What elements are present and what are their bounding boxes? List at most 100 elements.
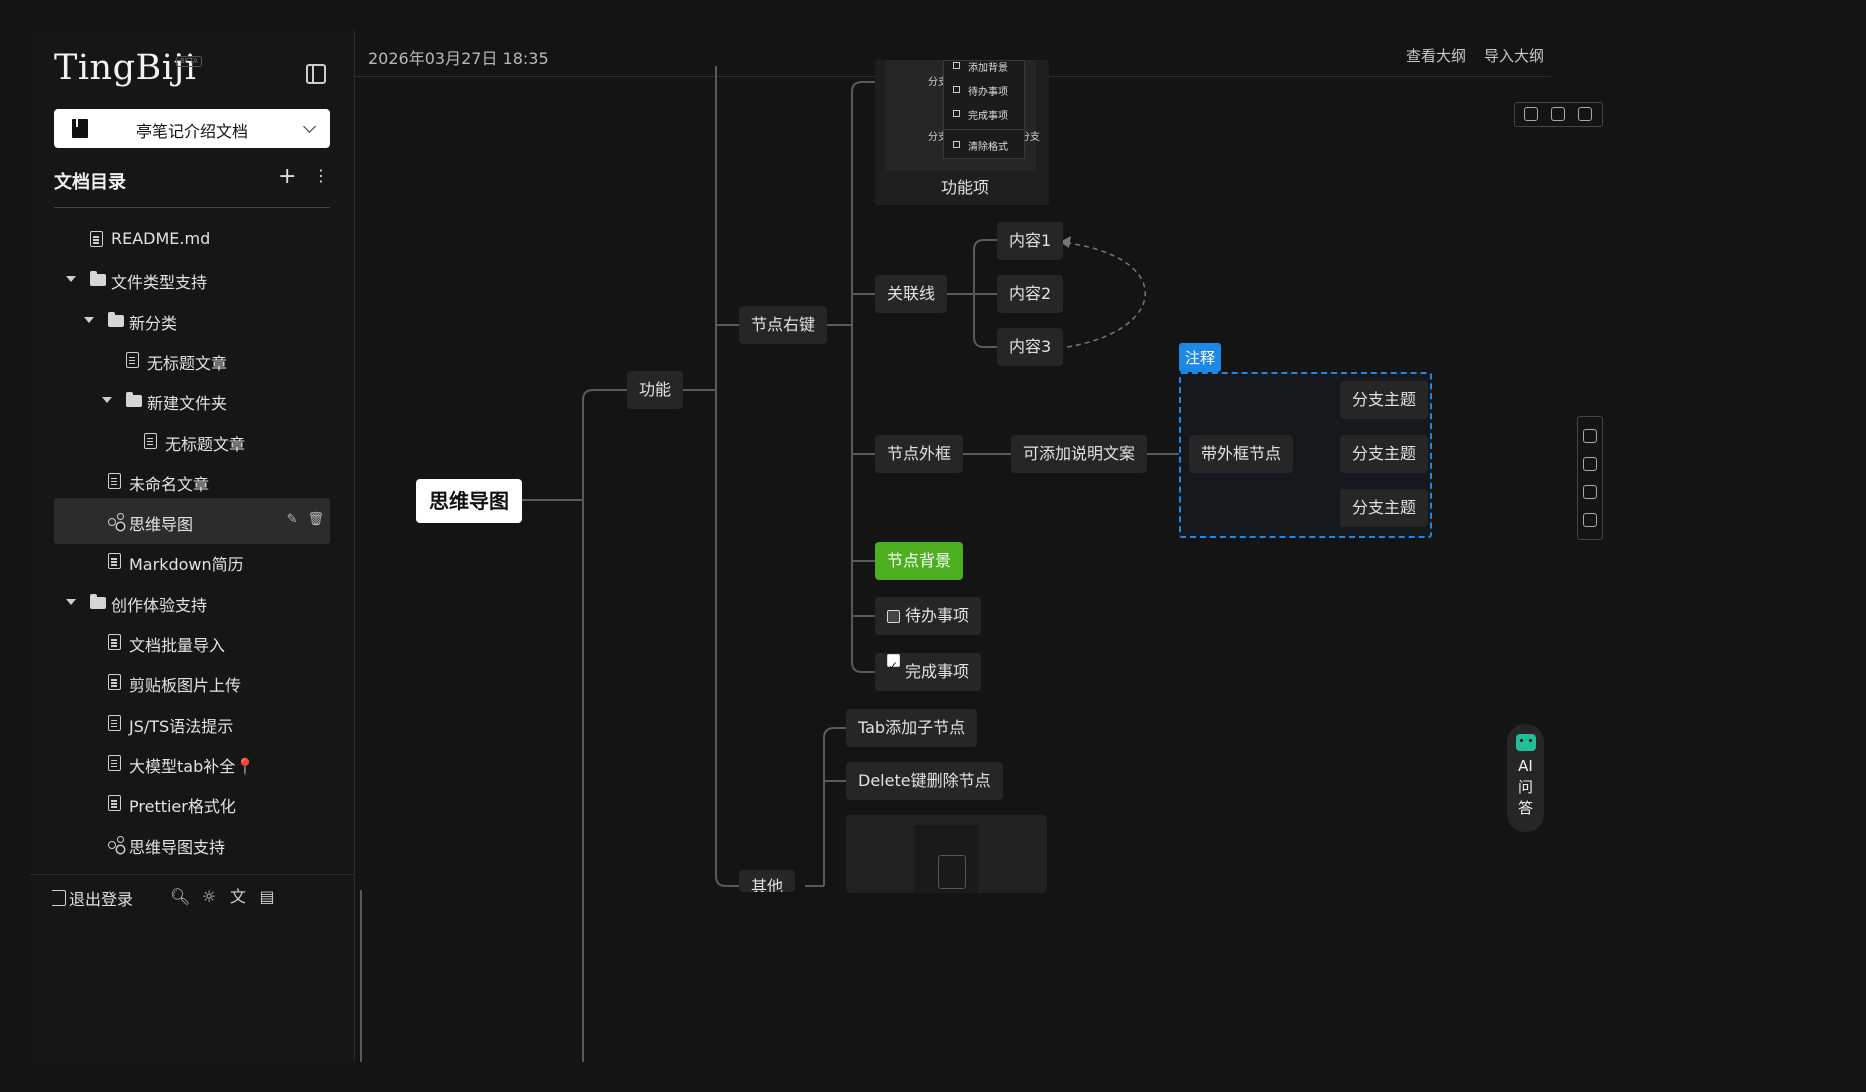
sidebar-item-doc[interactable]: 剪贴板图片上传 [54, 659, 330, 705]
mindmap-node-desc-text[interactable]: 可添加说明文案 [1011, 435, 1148, 473]
layout-icon[interactable]: ▤ [259, 887, 275, 906]
caret-down-icon[interactable] [66, 598, 76, 605]
document-selector[interactable]: 亭笔记介绍文档 [54, 109, 330, 148]
mindmap-canvas[interactable]: 2026年03月27日 18:35 查看大纲 导入大纲 [355, 30, 1866, 1062]
mindmap-icon [108, 835, 125, 853]
search-icon[interactable]: 🔍︎ [170, 887, 191, 906]
folder-icon [108, 311, 124, 327]
annotation-badge[interactable]: 注释 [1179, 343, 1222, 372]
sidebar-item-label: 创作体验支持 [111, 595, 208, 615]
menu-item-add-bg[interactable]: 添加背景 [968, 63, 1008, 74]
todo-label: 待办事项 [905, 606, 970, 625]
caret-down-icon[interactable] [102, 397, 112, 404]
sidebar-toggle-icon[interactable] [306, 64, 326, 84]
logout-button[interactable]: 退出登录 [69, 890, 134, 909]
app-logo: TingBiji [54, 48, 197, 88]
mindmap-node-image-preview [846, 815, 1047, 893]
sidebar-item-doc[interactable]: README.md [54, 216, 330, 262]
mindmap-node-content1[interactable]: 内容1 [997, 222, 1064, 260]
logout-icon[interactable] [52, 890, 66, 906]
translate-icon[interactable]: 文 [229, 887, 246, 906]
mindmap-node-delete[interactable]: Delete键删除节点 [846, 762, 1003, 800]
sidebar-item-label: 新分类 [129, 313, 178, 333]
sidebar-item-mindmap[interactable]: 思维导图支持 [54, 821, 330, 867]
download-icon[interactable] [1583, 513, 1597, 527]
sidebar-item-mindmap[interactable]: 思维导图✎🗑︎ [54, 498, 330, 545]
branch-preview-label: 分支 [928, 132, 948, 143]
document-icon [108, 553, 121, 570]
caret-down-icon[interactable] [66, 276, 76, 283]
zoom-out-icon[interactable] [1583, 457, 1597, 471]
folder-icon [90, 271, 106, 287]
mindmap-node-tab-add[interactable]: Tab添加子节点 [846, 709, 978, 747]
theme-sun-icon[interactable]: ☼ [201, 887, 217, 906]
item-actions: ✎ 🗑︎ [277, 512, 324, 527]
checkbox-checked-icon[interactable] [887, 654, 900, 667]
sidebar-item-doc[interactable]: 无标题文章 [54, 418, 330, 464]
sidebar-item-folder[interactable]: 创作体验支持 [54, 579, 330, 625]
mindmap-node-todo[interactable]: 待办事项 [875, 597, 982, 635]
sidebar-item-label: 文件类型支持 [111, 273, 208, 293]
menu-item-todo[interactable]: 待办事项 [968, 87, 1008, 98]
mindmap-node-background[interactable]: 节点背景 [875, 542, 964, 580]
toc-title: 文档目录 [54, 172, 126, 193]
sidebar-item-folder[interactable]: 新建文件夹 [54, 377, 330, 423]
sidebar-item-doc[interactable]: JS/TS语法提示 [54, 700, 330, 746]
caret-down-icon[interactable] [84, 316, 94, 323]
edit-icon[interactable]: ✎ [286, 512, 298, 528]
mindmap-node-done[interactable]: 完成事项 [875, 653, 982, 691]
menu-item-done[interactable]: 完成事项 [968, 111, 1008, 122]
sidebar-item-doc[interactable]: 文档批量导入 [54, 619, 330, 665]
sidebar-item-doc[interactable]: Prettier格式化 [54, 780, 330, 826]
mindmap-node-func-item[interactable]: 功能项 [941, 178, 990, 197]
datetime: 2026年03月27日 18:35 [368, 49, 549, 68]
mindmap-node-outer-frame[interactable]: 节点外框 [875, 435, 964, 473]
mindmap-node-frame-node[interactable]: 带外框节点 [1189, 435, 1294, 473]
more-menu-button[interactable]: ⋮ [313, 166, 329, 185]
sidebar-item-doc[interactable]: Markdown简历 [54, 538, 330, 584]
zoom-in-icon[interactable] [1583, 429, 1597, 443]
done-label: 完成事项 [905, 662, 970, 681]
sidebar-item-folder[interactable]: 文件类型支持 [54, 256, 330, 302]
document-icon [108, 472, 121, 489]
mindmap-node-content3[interactable]: 内容3 [997, 328, 1064, 366]
mindmap-node-relation[interactable]: 关联线 [875, 275, 948, 313]
checkbox-icon[interactable] [887, 610, 900, 623]
footer-divider [30, 874, 354, 875]
fit-view-icon[interactable] [1583, 485, 1597, 499]
clear-format-icon [953, 141, 960, 148]
robot-icon [1516, 734, 1536, 751]
checkbox-icon [953, 86, 960, 93]
mindmap-node-branch[interactable]: 分支主题 [1340, 435, 1429, 473]
export-icon[interactable] [1524, 107, 1538, 121]
beta-badge: BETA [176, 56, 202, 67]
sidebar-item-doc[interactable]: 大模型tab补全📍 [54, 740, 330, 786]
edit-icon[interactable] [1578, 107, 1592, 121]
sidebar-item-label: Markdown简历 [129, 555, 244, 575]
sidebar-item-doc[interactable]: 无标题文章 [54, 337, 330, 383]
mindmap-node-other[interactable]: 其他 [739, 870, 796, 892]
document-icon [90, 231, 103, 247]
view-outline-button[interactable]: 查看大纲 [1406, 47, 1467, 65]
mindmap-root-node[interactable]: 思维导图 [416, 479, 522, 523]
add-doc-button[interactable]: + [278, 164, 297, 189]
folder-icon [90, 593, 106, 609]
document-icon [126, 351, 139, 368]
document-icon [108, 714, 121, 731]
mindmap-node-func[interactable]: 功能 [627, 371, 684, 409]
trash-icon[interactable]: 🗑︎ [307, 512, 324, 528]
sidebar-item-doc[interactable]: 未命名文章 [54, 458, 330, 504]
mindmap-node-branch[interactable]: 分支主题 [1340, 381, 1429, 419]
sidebar-item-label: Prettier格式化 [129, 797, 236, 817]
import-outline-button[interactable]: 导入大纲 [1484, 47, 1545, 65]
clear-icon[interactable] [1551, 107, 1565, 121]
mindmap-node-content2[interactable]: 内容2 [997, 275, 1064, 313]
document-icon [108, 754, 121, 771]
menu-item-clear-format[interactable]: 清除格式 [968, 142, 1008, 153]
mindmap-node-branch[interactable]: 分支主题 [1340, 489, 1429, 527]
sidebar-item-folder[interactable]: 新分类 [54, 297, 330, 343]
sidebar-item-label: 无标题文章 [147, 353, 228, 373]
mindmap-node-context-key[interactable]: 节点右键 [739, 306, 828, 344]
